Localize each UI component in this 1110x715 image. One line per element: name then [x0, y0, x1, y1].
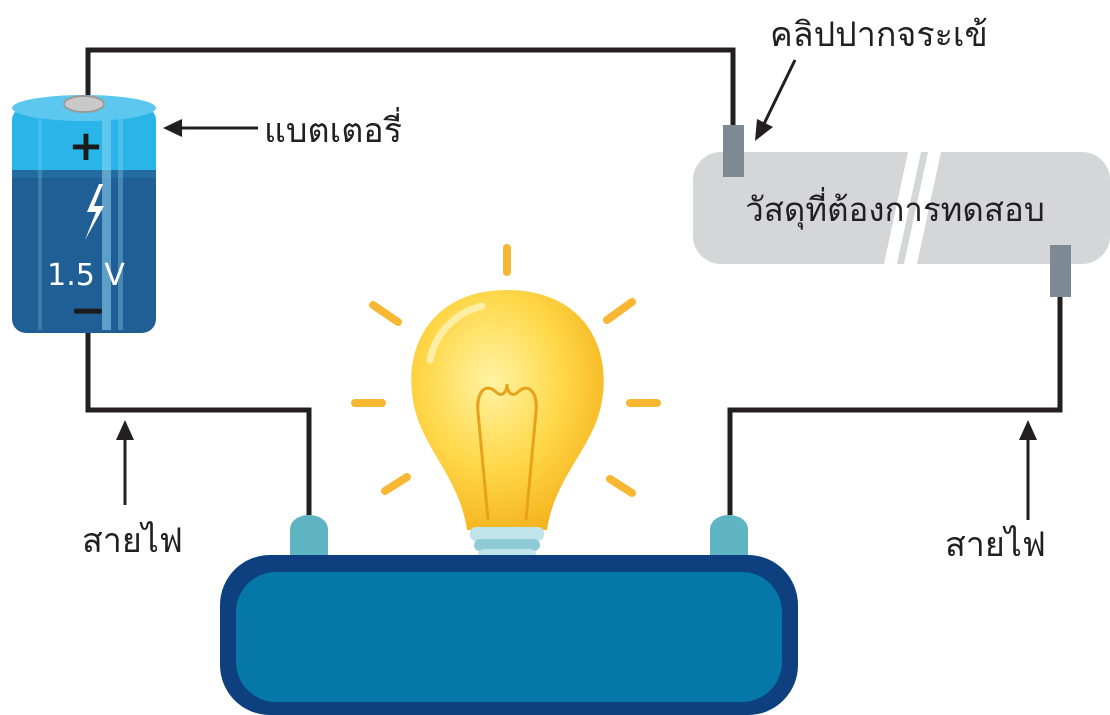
light-bulb — [351, 244, 661, 569]
alligator-clip-top — [723, 125, 744, 177]
socket-terminal-left — [290, 515, 328, 560]
battery-minus-sign: − — [70, 285, 107, 336]
arrow-battery — [163, 119, 258, 137]
light-rays — [351, 244, 661, 497]
wire-right — [727, 285, 1063, 515]
arrow-clip — [755, 59, 797, 141]
wire-top — [85, 47, 736, 125]
circuit-wires — [85, 47, 1063, 515]
arrow-wire-right — [1019, 420, 1037, 520]
wire-label-left: สายไฟ — [82, 521, 183, 561]
battery-plus-sign: + — [68, 121, 103, 170]
bulb-filament — [476, 383, 538, 521]
bulb-glass — [411, 290, 604, 530]
wire-label-right: สายไฟ — [945, 525, 1046, 565]
battery-label: แบตเตอรี่ — [264, 107, 402, 151]
wire-left — [85, 330, 312, 515]
battery: + 1.5 V − — [12, 95, 156, 336]
callout-arrows — [116, 59, 1037, 520]
socket-terminal-right — [710, 515, 748, 560]
bulb-holder — [220, 515, 798, 715]
clip-label: คลิปปากจระเข้ — [770, 15, 988, 55]
battery-highlight — [102, 112, 111, 330]
battery-top-band — [12, 108, 156, 174]
lightning-icon — [85, 184, 104, 240]
material-break-mark — [884, 152, 921, 264]
battery-voltage-label: 1.5 V — [47, 258, 125, 293]
material-label: วัสดุที่ต้องการทดสอบ — [745, 187, 1045, 230]
arrow-wire-left — [116, 420, 134, 505]
battery-terminal — [63, 95, 105, 113]
test-material: วัสดุที่ต้องการทดสอบ — [693, 125, 1110, 297]
alligator-clip-right — [1050, 245, 1071, 297]
holder-base-inner — [236, 572, 782, 702]
